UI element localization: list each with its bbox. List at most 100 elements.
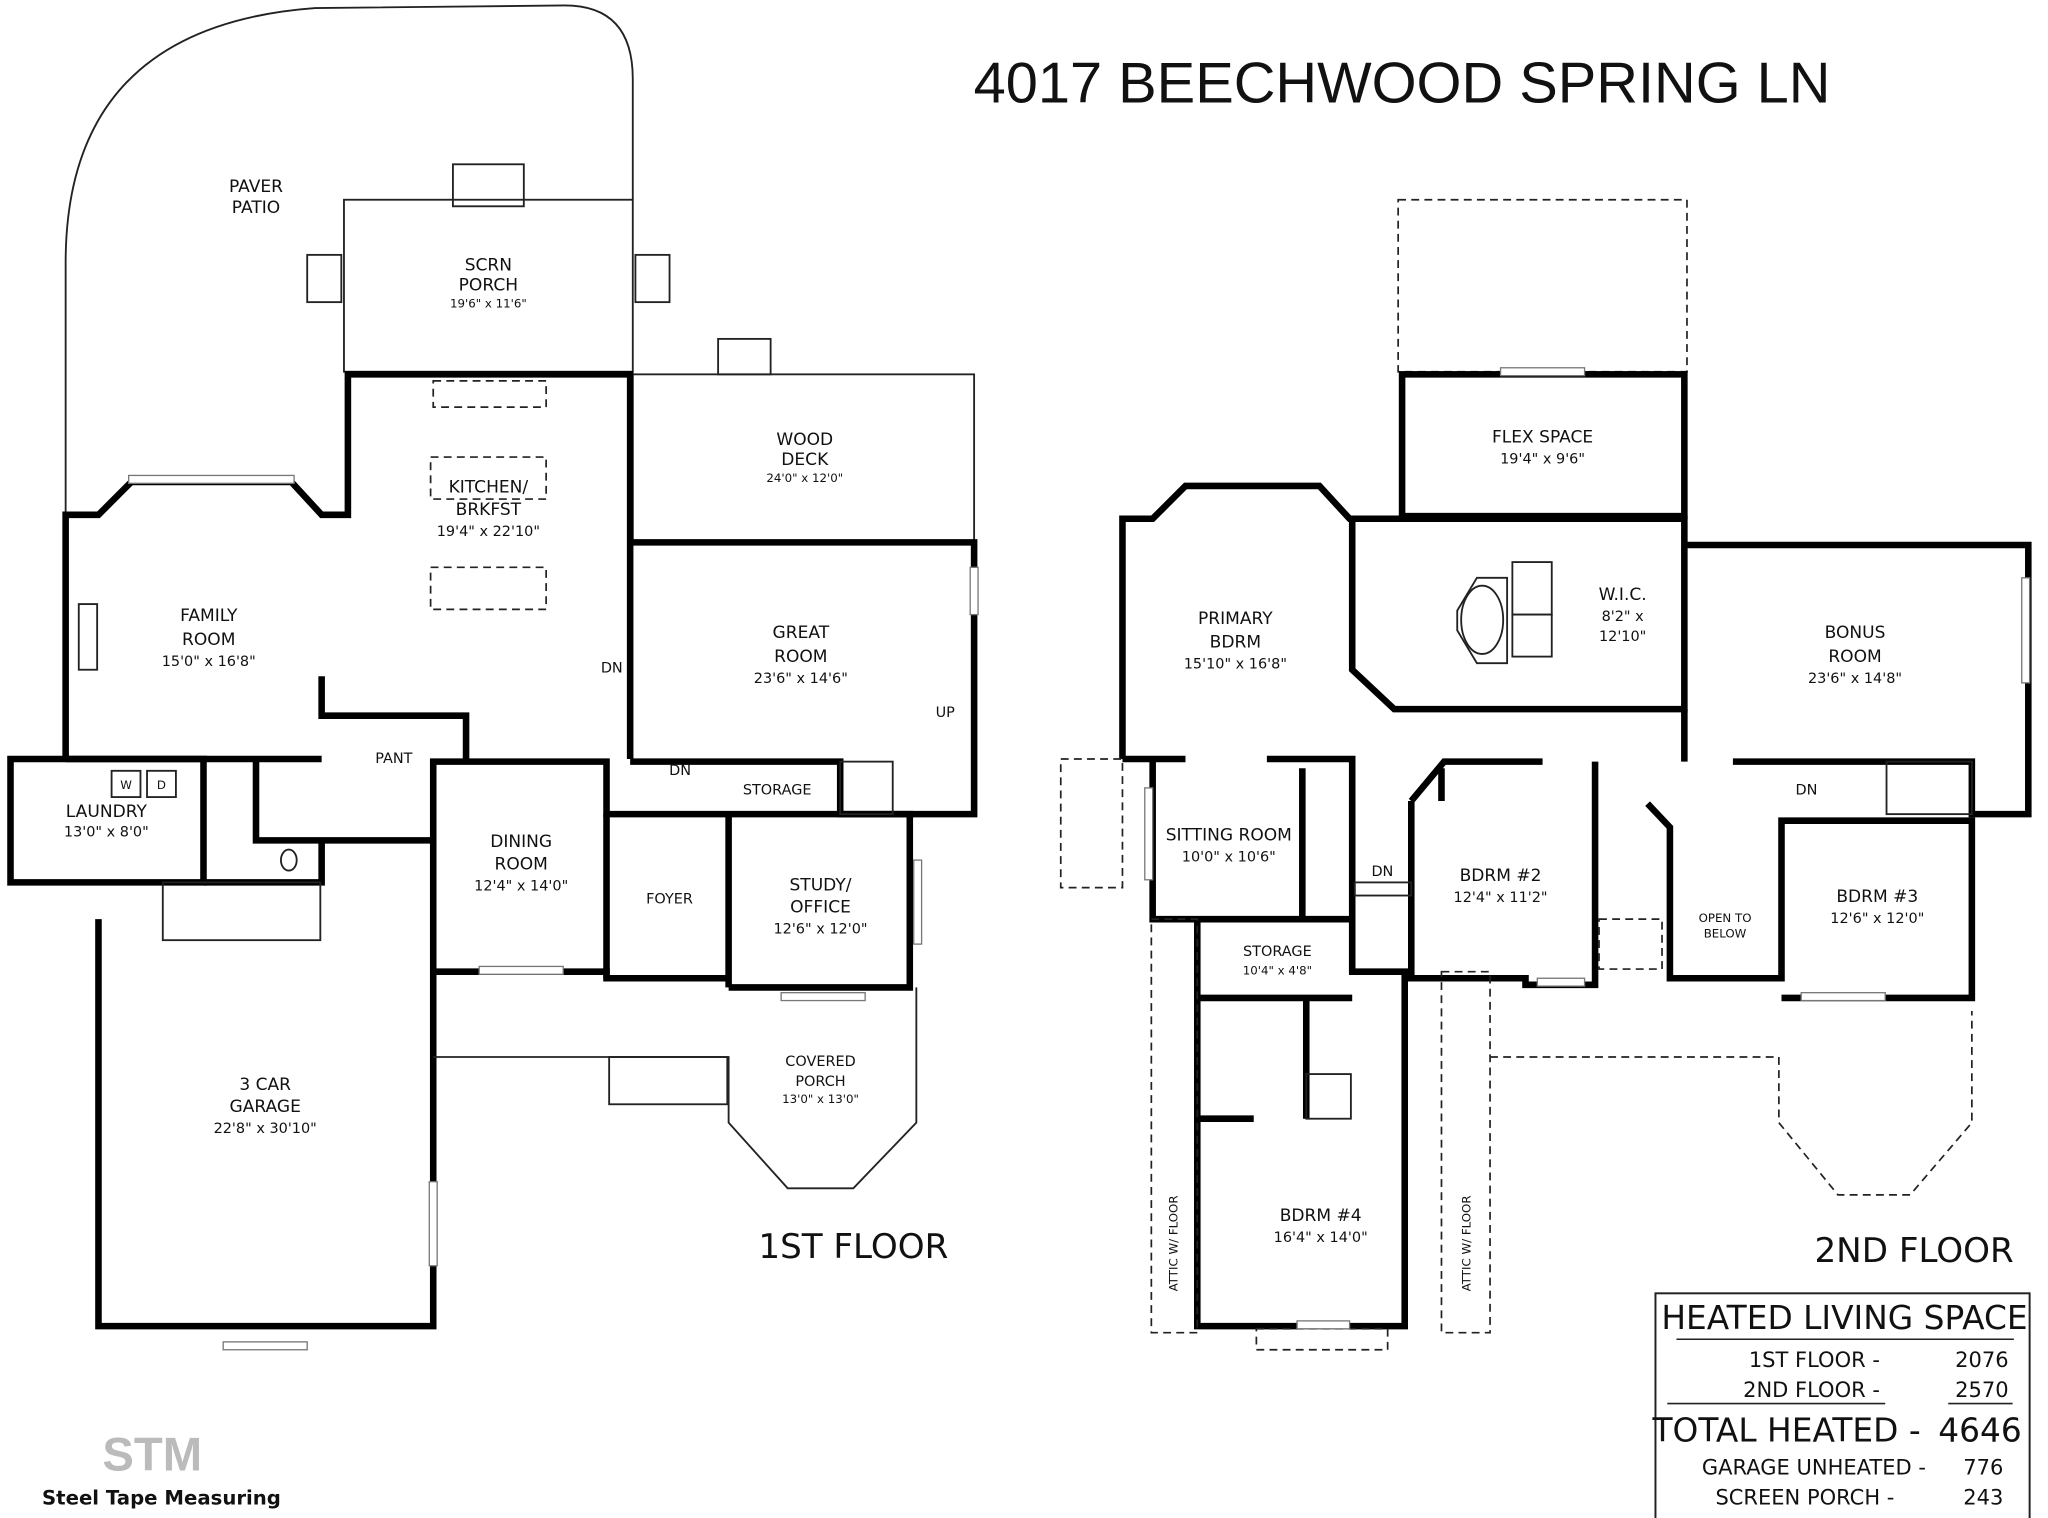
paver-patio-outline: [64, 4, 634, 513]
laundry-dims: 13'0" x 8'0": [64, 824, 149, 840]
bath-walls: [1645, 801, 1976, 1002]
bonus-room-label: ROOM: [1828, 647, 1881, 667]
center-walls: [65, 676, 914, 991]
paver-patio-label: PAVER: [229, 177, 283, 197]
great-room-dims: 23'6" x 14'6": [754, 671, 848, 687]
wic-label: W.I.C.: [1599, 585, 1647, 605]
scrn-porch-dims: 19'6" x 11'6": [450, 296, 527, 310]
area-table-heading: HEATED LIVING SPACE: [1661, 1299, 2027, 1337]
area-row-label: 1ST FLOOR -: [1749, 1348, 1880, 1372]
garage-dims: 22'8" x 30'10": [214, 1121, 317, 1137]
wood-deck-label: DECK: [781, 450, 829, 470]
property-address-title: 4017 BEECHWOOD SPRING LN: [974, 52, 1831, 116]
family-room-dims: 15'0" x 16'8": [162, 654, 256, 670]
window: [478, 965, 564, 975]
toilet-icon: [280, 848, 298, 872]
pantry-label: PANT: [375, 751, 412, 767]
porch-steps: [452, 163, 525, 208]
stair-dn-label: DN: [601, 660, 623, 676]
tub-hall-bath: [1598, 918, 1663, 970]
family-room-walls: [62, 371, 634, 759]
second-floor-plan: [1059, 198, 2032, 1351]
first-floor-labels: PAVER PATIO SCRN PORCH 19'6" x 11'6" WOO…: [64, 177, 955, 1267]
total-heated-label: TOTAL HEATED -: [1652, 1412, 1921, 1450]
washer-label: W: [120, 778, 132, 792]
total-heated-value: 4646: [1938, 1412, 2022, 1450]
area-row-value: 2076: [1955, 1348, 2008, 1372]
garage-walls: [95, 840, 729, 1330]
window: [2021, 577, 2031, 684]
wood-deck-dims: 24'0" x 12'0": [766, 471, 843, 485]
primary-bdrm-walls: [1119, 482, 1688, 759]
stair-up-label: UP: [936, 705, 956, 721]
window: [780, 992, 866, 1002]
bdrm2-label: BDRM #2: [1460, 866, 1542, 886]
wic-dims: 8'2" x: [1602, 609, 1645, 625]
area-table: HEATED LIVING SPACE 1ST FLOOR - 2076 2ND…: [1652, 1292, 2031, 1518]
scrn-porch-label: PORCH: [459, 275, 518, 295]
covered-porch-outline: [433, 987, 918, 1190]
kitchen-island: [429, 456, 547, 500]
dryer-label: D: [157, 778, 166, 792]
window: [1144, 787, 1154, 881]
covered-porch-label: COVERED: [785, 1054, 855, 1070]
lower-roof-outline: [1490, 1011, 1973, 1196]
kitchen-dims: 19'4" x 22'10": [437, 524, 540, 540]
kitchen-label: BRKFST: [456, 500, 522, 520]
window: [1536, 977, 1586, 987]
stm-logo-mark: STM: [102, 1429, 202, 1482]
open-to-below-label: OPEN TO: [1699, 911, 1752, 925]
wic-dims: 12'10": [1599, 629, 1646, 645]
stair-landing: [1353, 881, 1413, 897]
area-row-label: 2ND FLOOR -: [1743, 1378, 1880, 1402]
window: [1296, 1320, 1351, 1330]
garage-unheated-value: 776: [1963, 1455, 2003, 1479]
garage-steps: [161, 881, 322, 942]
stair-1: [839, 760, 894, 816]
linen-icon: [1511, 613, 1553, 658]
attic-left-label: ATTIC W/ FLOOR: [1167, 1195, 1181, 1291]
study-label: OFFICE: [790, 898, 851, 918]
screen-porch-area-value: 243: [1963, 1486, 2003, 1510]
area-table-border: [1654, 1292, 2031, 1518]
tub-icon: [1460, 584, 1505, 655]
stm-logo: STM Steel Tape Measuring: [42, 1429, 281, 1510]
laundry-label: LAUNDRY: [66, 802, 148, 822]
bdrm2-dims: 12'4" x 11'2": [1454, 890, 1548, 906]
covered-porch-label: PORCH: [795, 1074, 845, 1090]
dining-room-label: DINING: [490, 832, 552, 852]
study-dims: 12'6" x 12'0": [773, 922, 867, 938]
storage-dims: 10'4" x 4'8": [1243, 963, 1312, 977]
breakfast-table: [429, 566, 547, 611]
scrn-porch-label: SCRN: [465, 256, 512, 276]
roof-outline-bottom: [1255, 1327, 1389, 1351]
storage-walls: [1194, 919, 1408, 1330]
family-room-label: FAMILY: [180, 606, 238, 626]
primary-bdrm-label: BDRM: [1210, 632, 1261, 652]
bdrm3-label: BDRM #3: [1836, 887, 1918, 907]
window: [127, 474, 295, 484]
window: [969, 566, 979, 616]
screen-porch-area-label: SCREEN PORCH -: [1715, 1486, 1894, 1510]
stair-2: [1885, 760, 1973, 816]
roof-outline: [1397, 198, 1688, 373]
kitchen-label: KITCHEN/: [449, 477, 529, 497]
area-row-value: 2570: [1955, 1378, 2008, 1402]
shower-icon: [1511, 561, 1553, 616]
deck-steps: [717, 337, 772, 376]
roof-outline-left: [1059, 758, 1124, 889]
primary-bdrm-label: PRIMARY: [1198, 609, 1273, 629]
first-floor-plan: [7, 4, 979, 1351]
front-steps: [608, 1056, 729, 1106]
bdrm4-dims: 16'4" x 14'0": [1274, 1230, 1368, 1246]
shower-icon: [1305, 1073, 1352, 1120]
window: [222, 1341, 308, 1351]
bdrm2-walls: [1408, 758, 1599, 989]
porch-steps-right: [634, 253, 671, 304]
study-label: STUDY/: [789, 875, 851, 895]
garage-label: 3 CAR: [239, 1075, 291, 1095]
great-room-label: GREAT: [773, 623, 830, 643]
family-room-label: ROOM: [182, 630, 235, 650]
attic-right-label: ATTIC W/ FLOOR: [1459, 1195, 1473, 1291]
flex-space-dims: 19'4" x 9'6": [1500, 452, 1585, 468]
